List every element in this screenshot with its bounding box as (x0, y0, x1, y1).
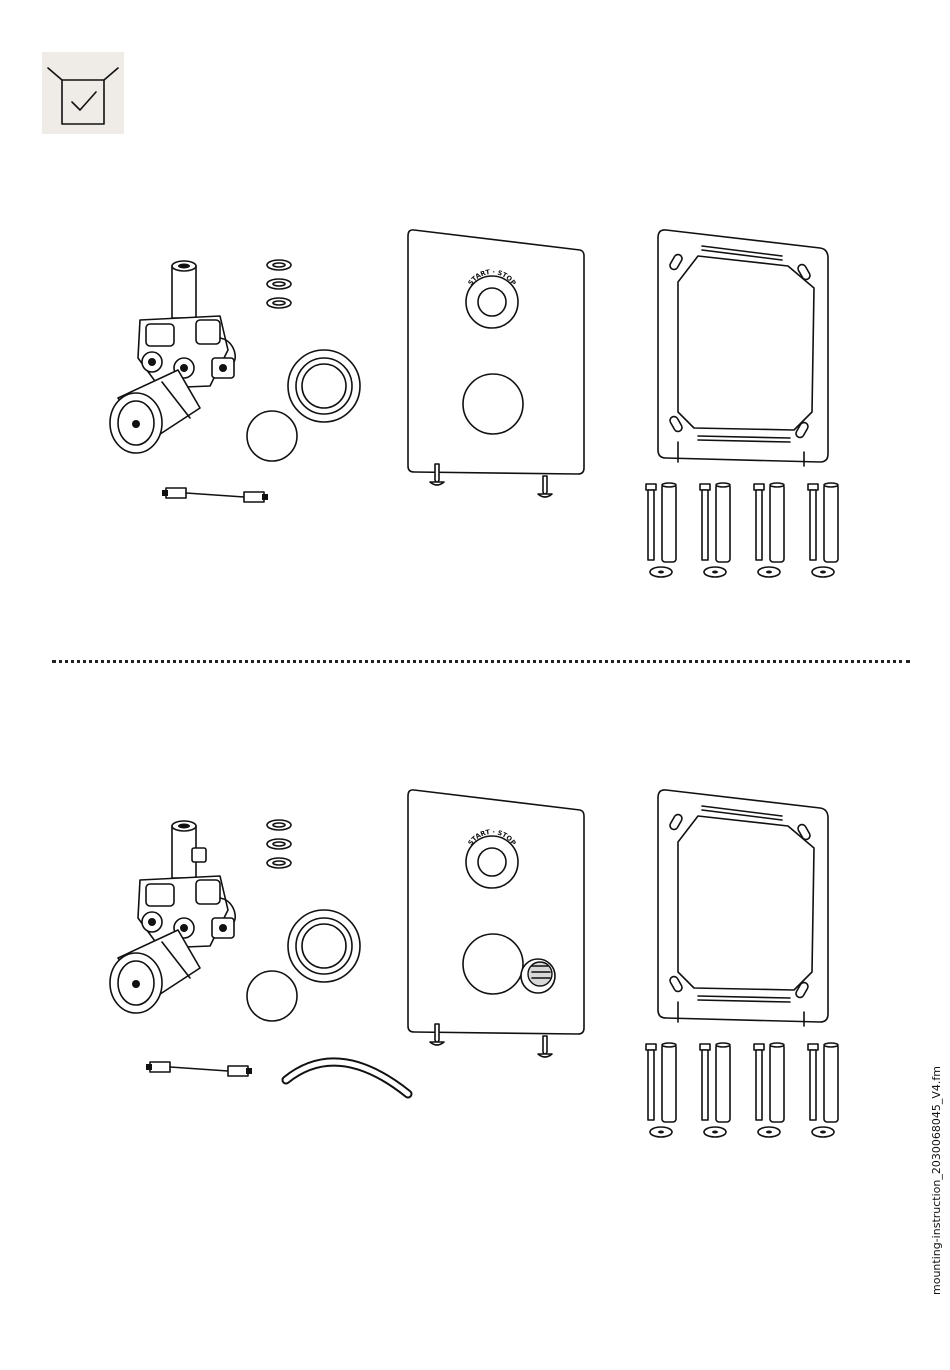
screw-right (536, 1034, 554, 1062)
document-filename: mounting-instruction_2030068045_V4.fm (930, 1066, 943, 1295)
mounting-frame (654, 226, 834, 470)
variant-1-illustration: START · STOP (0, 200, 950, 600)
bolts-and-sleeves (640, 1042, 848, 1142)
bolts-and-sleeves (640, 482, 848, 582)
connection-cable (144, 1056, 256, 1080)
round-cover-disc (244, 408, 300, 464)
screw-left (428, 1022, 446, 1050)
o-rings (262, 818, 296, 874)
variant-2-illustration: START · STOP (0, 760, 950, 1160)
screw-left (428, 462, 446, 490)
cover-plate: START · STOP (404, 224, 588, 480)
concealed-valve-body (100, 258, 250, 458)
mounting-frame (654, 786, 834, 1030)
o-rings (262, 258, 296, 314)
screw-right (536, 474, 554, 502)
round-cover-disc (244, 968, 300, 1024)
hose (278, 1044, 418, 1104)
package-contents-check-icon (42, 52, 124, 134)
concealed-valve-body (100, 818, 250, 1018)
cover-plate-with-knob: START · STOP (404, 784, 588, 1040)
section-separator (52, 660, 910, 663)
connection-cable (160, 482, 272, 506)
